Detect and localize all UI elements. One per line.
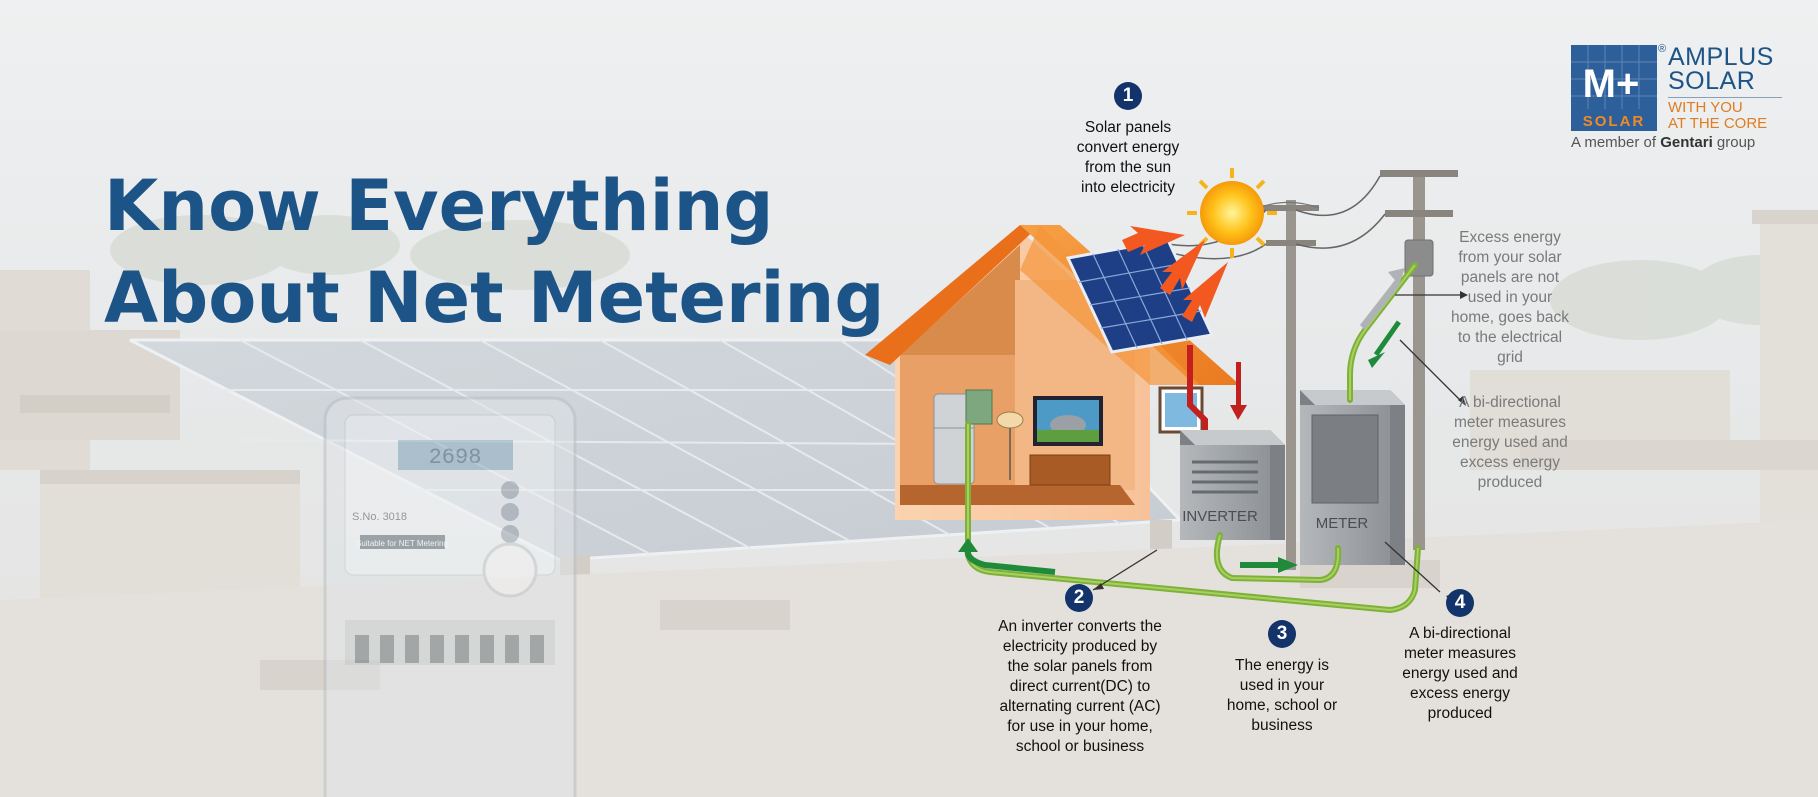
step-2-line: school or business xyxy=(1015,738,1145,755)
step-2-line: electricity produced by xyxy=(1002,638,1158,655)
inverter-label: INVERTER xyxy=(1182,508,1258,525)
page-title: Know Everything About Net Metering xyxy=(104,160,884,344)
step-1-line: into electricity xyxy=(1081,179,1175,196)
logo-tagline-1: WITH YOU xyxy=(1668,99,1743,116)
logo-mark-text: M+ xyxy=(1583,62,1640,106)
amplus-logo-mark-icon: M+ SOLAR xyxy=(1571,45,1657,131)
side-note-line: to the electrical xyxy=(1457,329,1563,346)
side-note-bidirectional-meter: A bi-directional meter measures energy u… xyxy=(1440,393,1580,493)
step-3-line: business xyxy=(1251,717,1313,734)
step-4-badge: 4 xyxy=(1446,589,1474,617)
brand-logo: M+ SOLAR ® AMPLUS SOLAR WITH YOU AT THE … xyxy=(1571,43,1811,155)
step-2-line: An inverter converts the xyxy=(998,618,1162,635)
logo-brand-line-2: SOLAR xyxy=(1668,67,1756,95)
green-flow-arrows xyxy=(958,320,1401,575)
logo-registered: ® xyxy=(1658,43,1667,55)
logo-member-suffix: group xyxy=(1716,134,1756,151)
bg-building-right xyxy=(1470,210,1818,545)
logo-tagline-2: AT THE CORE xyxy=(1668,115,1768,132)
logo-brand-line-1: AMPLUS xyxy=(1668,43,1774,71)
bg-meter-reading: 2698 xyxy=(429,445,482,470)
side-note-line: from your solar xyxy=(1458,249,1562,266)
step-4-line: excess energy xyxy=(1410,685,1510,702)
side-note-line: used in your xyxy=(1467,289,1553,306)
tv-cabinet xyxy=(1029,454,1111,486)
step-3-line: home, school or xyxy=(1226,697,1338,714)
sunlight-arrows xyxy=(1122,226,1228,322)
step-3-badge: 3 xyxy=(1268,620,1296,648)
side-note-line: energy used and xyxy=(1452,434,1568,451)
step-4-caption: A bi-directional meter measures energy u… xyxy=(1390,624,1530,724)
step-4-line: produced xyxy=(1427,705,1493,722)
step-1-badge: 1 xyxy=(1114,82,1142,110)
step-3-line: The energy is xyxy=(1235,657,1329,674)
side-note-excess-energy: Excess energy from your solar panels are… xyxy=(1440,228,1580,368)
step-1-line: Solar panels xyxy=(1084,119,1172,136)
side-note-line: grid xyxy=(1497,349,1523,366)
step-3-caption: The energy is used in your home, school … xyxy=(1212,656,1352,736)
side-note-line: excess energy xyxy=(1460,454,1560,471)
step-2-line: the solar panels from xyxy=(1007,658,1153,675)
step-1-line: from the sun xyxy=(1084,159,1172,176)
step-2-line: direct current(DC) to xyxy=(1009,678,1151,695)
title-line-2: About Net Metering xyxy=(104,257,885,339)
television xyxy=(1033,396,1103,446)
bg-energy-meter-photo: 2698 S.No. 3018 Suitable for NET Meterin… xyxy=(323,396,577,797)
step-2-line: for use in your home, xyxy=(1007,718,1153,735)
title-line-1: Know Everything xyxy=(104,165,774,247)
logo-member-line: A member of Gentari group xyxy=(1571,134,1755,151)
side-note-line: meter measures xyxy=(1454,414,1566,431)
callout-lines xyxy=(1092,294,1463,593)
side-note-line: produced xyxy=(1477,474,1543,491)
step-1-line: convert energy xyxy=(1076,139,1180,156)
step-2-caption: An inverter converts the electricity pro… xyxy=(985,617,1175,757)
logo-mark-sub: SOLAR xyxy=(1583,113,1646,130)
side-note-line: panels are not xyxy=(1460,269,1560,286)
step-1-caption: Solar panels convert energy from the sun… xyxy=(1058,118,1198,198)
bg-meter-serial: S.No. 3018 xyxy=(352,511,407,523)
logo-divider xyxy=(1668,97,1782,98)
step-4-line: A bi-directional xyxy=(1409,625,1511,642)
fridge xyxy=(933,393,975,485)
logo-member-prefix: A member of xyxy=(1571,134,1657,151)
step-4-line: energy used and xyxy=(1402,665,1518,682)
grey-grid-arrow-head xyxy=(1388,268,1405,285)
floor-lamp xyxy=(996,411,1024,480)
distribution-box xyxy=(965,389,993,425)
step-2-badge: 2 xyxy=(1065,584,1093,612)
grey-grid-arrow xyxy=(1360,280,1400,330)
step-4-line: meter measures xyxy=(1404,645,1516,662)
step-2-line: alternating current (AC) xyxy=(999,698,1161,715)
side-note-line: A bi-directional xyxy=(1459,394,1561,411)
dc-cable xyxy=(1187,345,1208,430)
sun-icon xyxy=(1187,168,1277,258)
inverter-box: INVERTER xyxy=(1180,430,1285,540)
meter-box: METER xyxy=(1300,390,1405,565)
side-note-line: Excess energy xyxy=(1459,229,1561,246)
side-note-line: home, goes back xyxy=(1450,309,1570,326)
bg-meter-plate: Suitable for NET Metering xyxy=(356,539,448,548)
logo-member-company: Gentari xyxy=(1660,134,1713,151)
red-down-arrow xyxy=(1230,362,1247,420)
meter-label: METER xyxy=(1316,515,1369,532)
step-3-line: used in your xyxy=(1239,677,1325,694)
